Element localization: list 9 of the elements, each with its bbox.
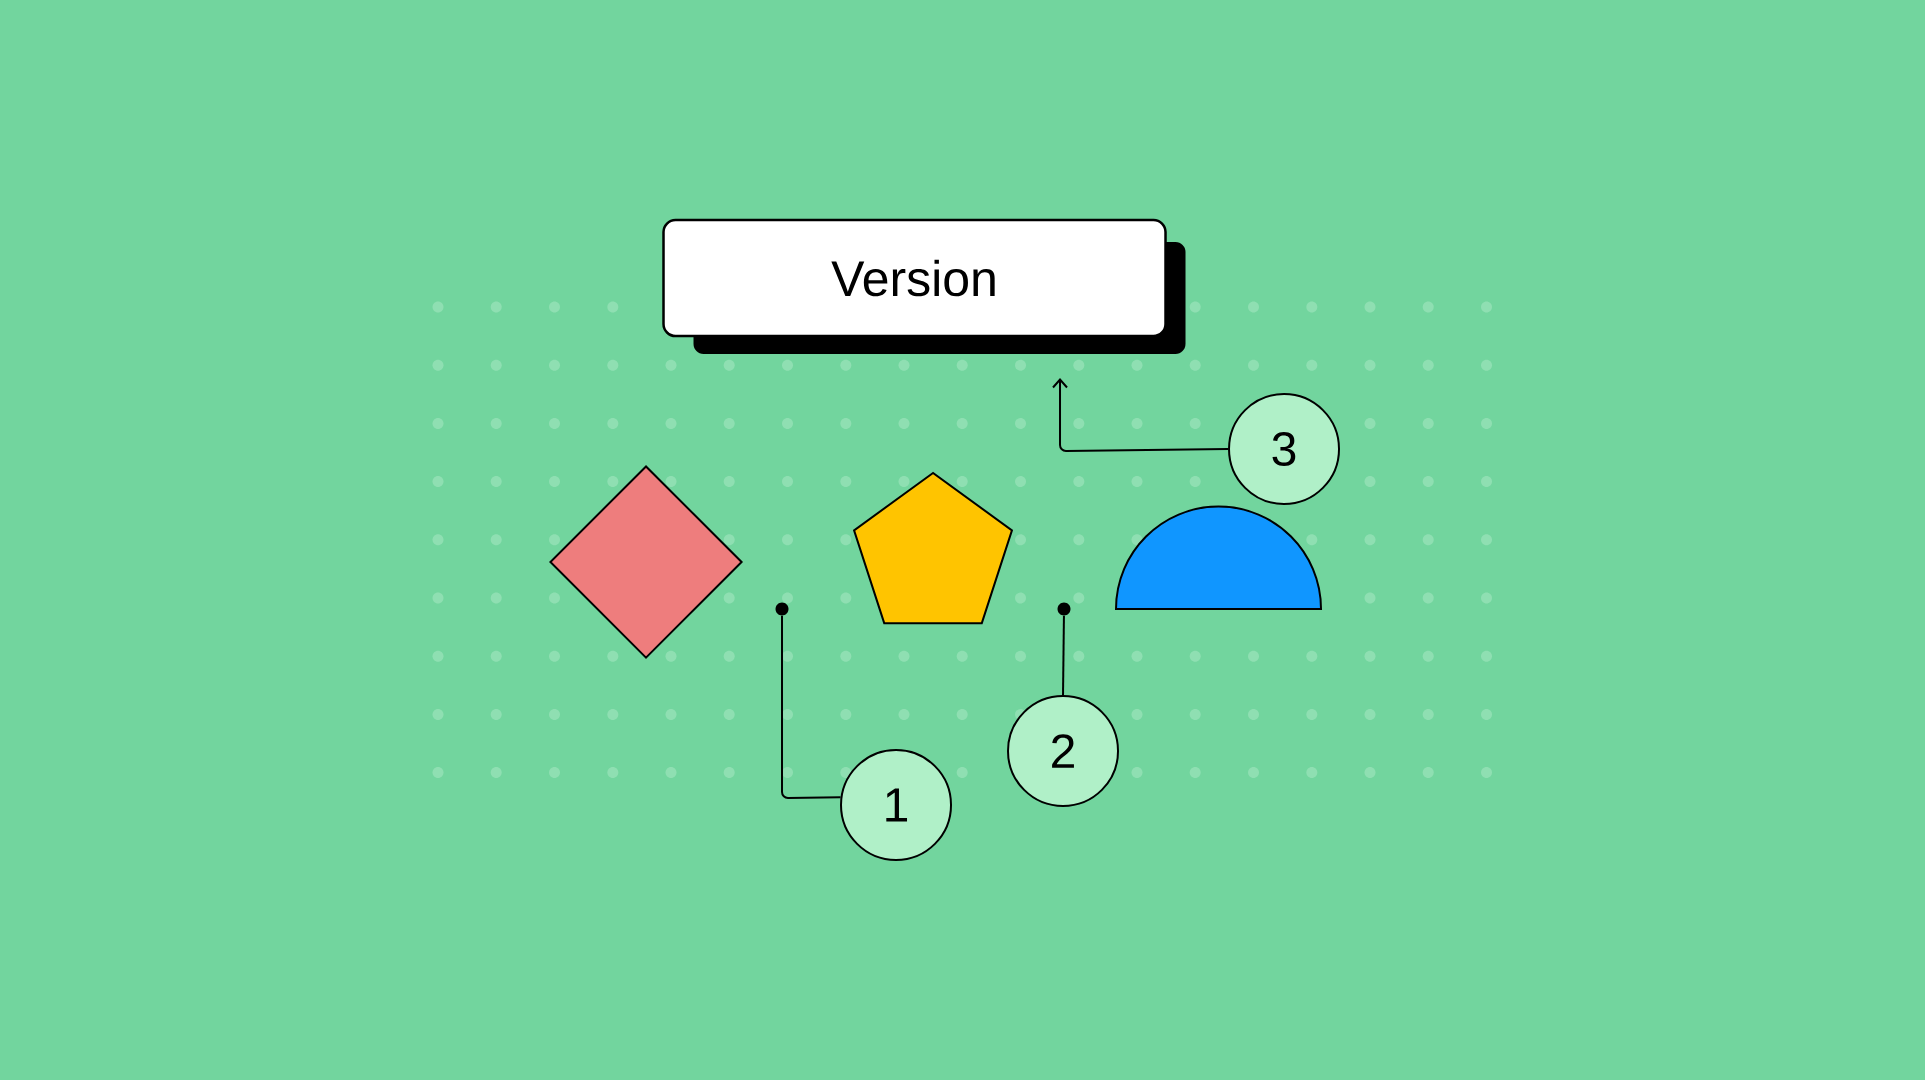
callout-number: 1 [840, 749, 952, 861]
title-box: Version [662, 218, 1186, 354]
diamond-shape [549, 465, 743, 659]
semicircle-shape [1115, 505, 1322, 610]
leader-line [1062, 614, 1065, 696]
callout-number: 2 [1007, 695, 1119, 807]
leader-line [781, 614, 842, 799]
callout-number: 3 [1228, 393, 1340, 505]
leader-line [1052, 378, 1229, 452]
